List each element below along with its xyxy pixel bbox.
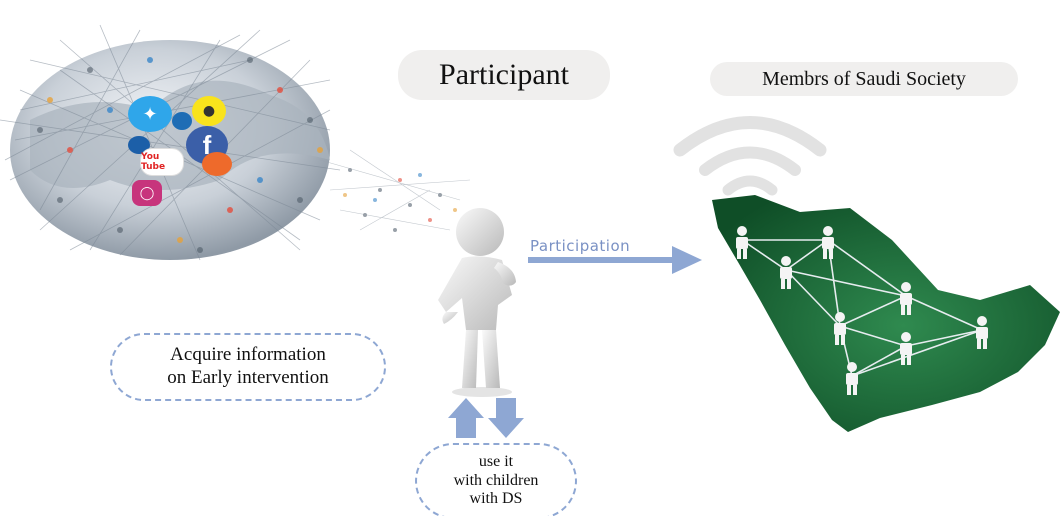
bubble-blue-icon <box>172 112 192 130</box>
snapchat-icon: ● <box>192 96 226 126</box>
use-line-2: with children <box>453 471 539 489</box>
participant-text: Participant <box>439 58 569 91</box>
saudi-map-icon <box>712 195 1060 432</box>
youtube-icon: You Tube <box>140 148 184 176</box>
acquire-line-1: Acquire information <box>170 344 326 366</box>
instagram-icon: ◯ <box>132 180 162 206</box>
acquire-information-box: Acquire information on Early interventio… <box>110 333 386 401</box>
use-line-3: with DS <box>469 490 523 508</box>
members-label: Membrs of Saudi Society <box>710 62 1018 96</box>
exchange-arrows <box>448 398 524 438</box>
network-particles <box>319 149 471 232</box>
participant-label: Participant <box>398 50 610 100</box>
down-arrow-icon <box>488 398 524 438</box>
use-with-children-box: use it with children with DS <box>415 443 577 516</box>
thinking-person-icon <box>438 208 516 397</box>
participation-arrow <box>528 246 702 274</box>
member-person-icons <box>736 226 988 395</box>
up-arrow-icon <box>448 398 484 438</box>
wifi-icon <box>673 116 827 196</box>
twitter-icon: ✦ <box>128 96 172 132</box>
globe-network-icon <box>0 24 341 261</box>
use-line-1: use it <box>478 453 514 471</box>
participation-label: Participation <box>530 237 631 255</box>
bubble-orange-icon <box>202 152 232 176</box>
acquire-line-2: on Early intervention <box>167 367 329 388</box>
members-text: Membrs of Saudi Society <box>762 67 966 90</box>
